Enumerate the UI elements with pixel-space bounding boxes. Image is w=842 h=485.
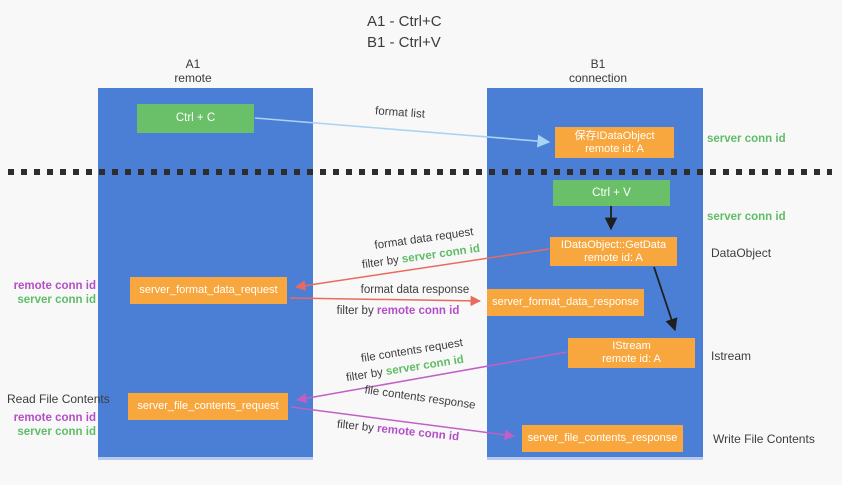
- label-dataobject: DataObject: [711, 246, 772, 260]
- remote-conn-id-text: remote conn id: [13, 280, 96, 292]
- label-format-list: format list: [374, 105, 426, 121]
- label-read-file-contents: Read File Contents: [7, 392, 110, 406]
- node-file-request-label: server_file_contents_request: [137, 400, 279, 412]
- label-write-file-contents: Write File Contents: [713, 432, 815, 446]
- label-format-data-response: format data response: [360, 284, 470, 296]
- node-server-format-data-response: server_format_data_response: [487, 289, 644, 316]
- node-ctrl-v: Ctrl + V: [553, 180, 670, 206]
- label-filter-by-remote-conn-id-format: filter by remote conn id: [318, 305, 478, 317]
- node-ctrl-c-label: Ctrl + C: [175, 112, 216, 124]
- node-format-request-label: server_format_data_request: [139, 284, 278, 296]
- node-save-idataobject-line1: 保存IDataObject: [574, 129, 655, 142]
- label-file-contents-response: file contents response: [363, 384, 477, 412]
- node-ctrl-c: Ctrl + C: [137, 104, 254, 133]
- node-server-format-data-request: server_format_data_request: [130, 277, 287, 304]
- label-conn-ids-left-file: remote conn id server conn id: [0, 411, 96, 439]
- node-save-idataobject-line2: remote id: A: [585, 142, 644, 155]
- label-istream-side: Istream: [711, 349, 752, 363]
- remote-conn-id-text: remote conn id: [13, 412, 96, 424]
- remote-conn-id-text: remote conn id: [376, 305, 460, 317]
- node-getdata-line2: remote id: A: [584, 251, 643, 264]
- filter-by-text: filter by: [336, 305, 374, 317]
- session-divider-dashed-line: [8, 169, 832, 175]
- column-a1-subtitle: remote: [174, 71, 212, 85]
- server-conn-id-text: server conn id: [17, 426, 96, 438]
- label-filter-by-remote-conn-id-file: filter by remote conn id: [318, 417, 478, 446]
- node-istream-line2: remote id: A: [602, 353, 661, 365]
- column-b1-subtitle: connection: [568, 71, 628, 85]
- column-b1-name: B1: [590, 57, 606, 71]
- label-server-conn-id-right-top: server conn id: [707, 133, 786, 145]
- node-format-response-label: server_format_data_response: [492, 296, 639, 308]
- node-save-idataobject: 保存IDataObject remote id: A: [555, 127, 674, 158]
- column-header-b1: B1 connection: [548, 57, 648, 85]
- node-idataobject-getdata: IDataObject::GetData remote id: A: [550, 237, 677, 266]
- filter-by-text: filter by: [336, 418, 375, 435]
- label-server-conn-id-right-mid: server conn id: [707, 211, 786, 223]
- title-line-1: A1 - Ctrl+C: [367, 13, 442, 30]
- label-conn-ids-left-format: remote conn id server conn id: [0, 279, 96, 307]
- diagram-title: A1 - Ctrl+C B1 - Ctrl+V: [367, 11, 442, 53]
- node-istream-line1: IStream: [612, 340, 651, 352]
- node-ctrl-v-label: Ctrl + V: [592, 186, 631, 199]
- node-file-response-label: server_file_contents_response: [527, 432, 678, 444]
- arrow-format-data-response: [289, 295, 482, 307]
- column-header-a1: A1 remote: [143, 57, 243, 85]
- column-a1-name: A1: [185, 57, 201, 71]
- filter-by-text: filter by: [361, 254, 400, 272]
- node-getdata-line1: IDataObject::GetData: [560, 238, 667, 251]
- node-server-file-contents-request: server_file_contents_request: [128, 393, 288, 420]
- title-line-2: B1 - Ctrl+V: [367, 34, 441, 51]
- node-istream: IStream remote id: A: [568, 338, 695, 368]
- node-server-file-contents-response: server_file_contents_response: [522, 425, 683, 452]
- remote-conn-id-text: remote conn id: [376, 422, 460, 444]
- server-conn-id-text: server conn id: [17, 294, 96, 306]
